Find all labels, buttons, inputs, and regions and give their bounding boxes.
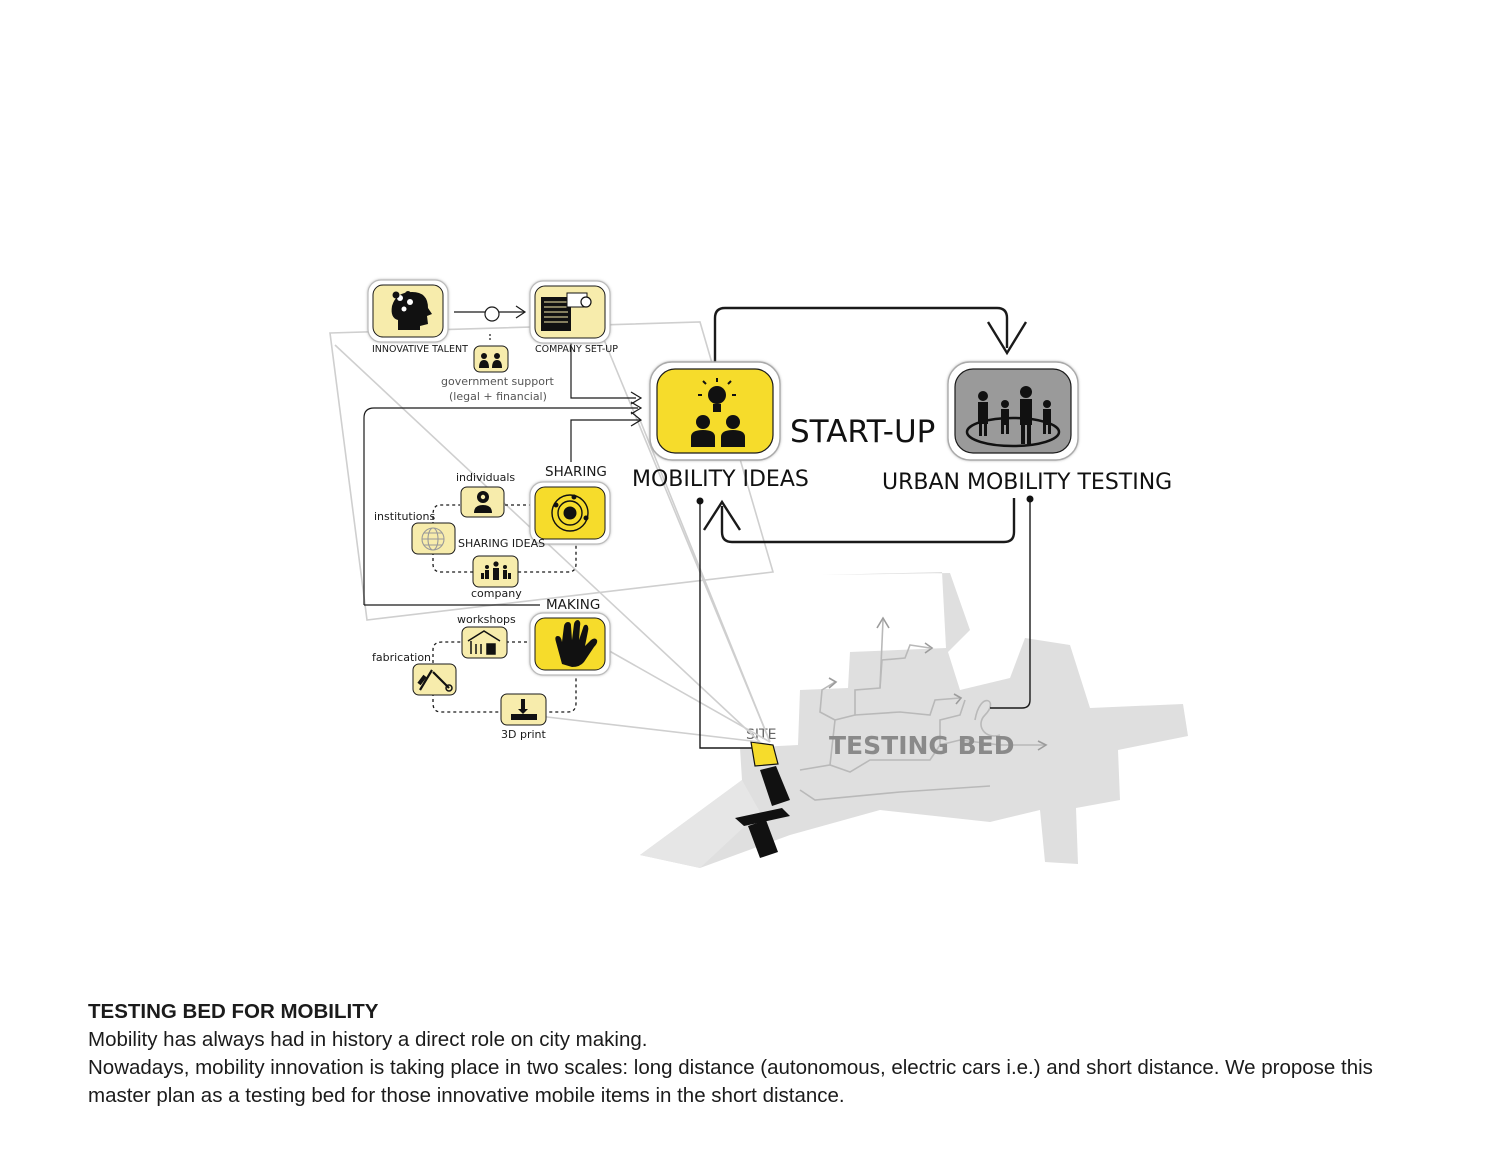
- sharing-ideas-label: SHARING IDEAS: [458, 537, 545, 550]
- caption-title: TESTING BED FOR MOBILITY: [88, 1000, 379, 1023]
- making-label: MAKING: [546, 597, 600, 613]
- tools-icon: [417, 669, 453, 692]
- urban-mobility-testing-node: URBAN MOBILITY TESTING: [882, 361, 1172, 495]
- company-label: company: [471, 587, 522, 600]
- caption-line-2: Nowadays, mobility innovation is taking …: [88, 1056, 1373, 1107]
- workshops-node: workshops: [457, 613, 516, 659]
- start-up-loop: [699, 306, 1031, 749]
- house-tools-icon: [467, 630, 501, 655]
- group-circle-icon: [965, 386, 1061, 448]
- lightbulb-people-icon: [691, 378, 745, 447]
- innovative-talent-label: INNOVATIVE TALENT: [372, 344, 468, 355]
- puzzle-head-icon: [391, 291, 432, 330]
- government-support-detail: (legal + financial): [449, 390, 547, 403]
- caption-line-1: Mobility has always had in history a dir…: [88, 1028, 648, 1051]
- fabrication-label: fabrication: [372, 651, 431, 664]
- making-loop: [432, 641, 577, 713]
- government-support-label: government support: [441, 375, 554, 388]
- testing-bed-label: TESTING BED: [829, 731, 1015, 760]
- mobility-ideas-node: MOBILITY IDEAS: [632, 361, 809, 492]
- making-node: MAKING: [529, 597, 611, 676]
- orbit-icon: [551, 494, 589, 532]
- institutions-label: institutions: [374, 510, 435, 523]
- caption: TESTING BED FOR MOBILITY Mobility has al…: [88, 998, 1418, 1110]
- mobility-ideas-label: MOBILITY IDEAS: [632, 467, 809, 492]
- 3d-print-node: 3D print: [500, 693, 547, 741]
- workshops-label: workshops: [457, 613, 516, 626]
- government-support-node: government support (legal + financial): [441, 345, 554, 403]
- urban-mobility-testing-label: URBAN MOBILITY TESTING: [882, 470, 1172, 495]
- team-icon: [481, 561, 511, 580]
- 3d-printer-icon: [511, 699, 537, 720]
- sharing-label: SHARING: [545, 464, 607, 480]
- company-setup-node: COMPANY SET-UP: [529, 280, 618, 355]
- individuals-label: individuals: [456, 471, 515, 484]
- 3d-print-label: 3D print: [501, 728, 546, 741]
- sharing-node: SHARING: [529, 464, 611, 545]
- fabrication-node: fabrication: [372, 651, 457, 696]
- people-icon: [479, 353, 502, 368]
- start-up-label: START-UP: [790, 414, 935, 450]
- connectors: [363, 305, 643, 606]
- documents-icon: [541, 292, 592, 331]
- institutions-node: institutions SHARING IDEAS: [374, 510, 545, 555]
- company-node: company: [471, 555, 522, 600]
- mobility-diagram: SITE TESTING BED: [329, 279, 1188, 868]
- company-setup-label: COMPANY SET-UP: [535, 344, 618, 355]
- site-map: SITE TESTING BED: [640, 572, 1188, 868]
- person-gear-icon: [474, 491, 492, 513]
- innovative-talent-node: INNOVATIVE TALENT: [367, 279, 468, 355]
- hand-icon: [555, 620, 598, 667]
- individuals-node: individuals: [456, 471, 515, 518]
- globe-icon: [421, 527, 445, 551]
- sharing-loop: [432, 504, 577, 573]
